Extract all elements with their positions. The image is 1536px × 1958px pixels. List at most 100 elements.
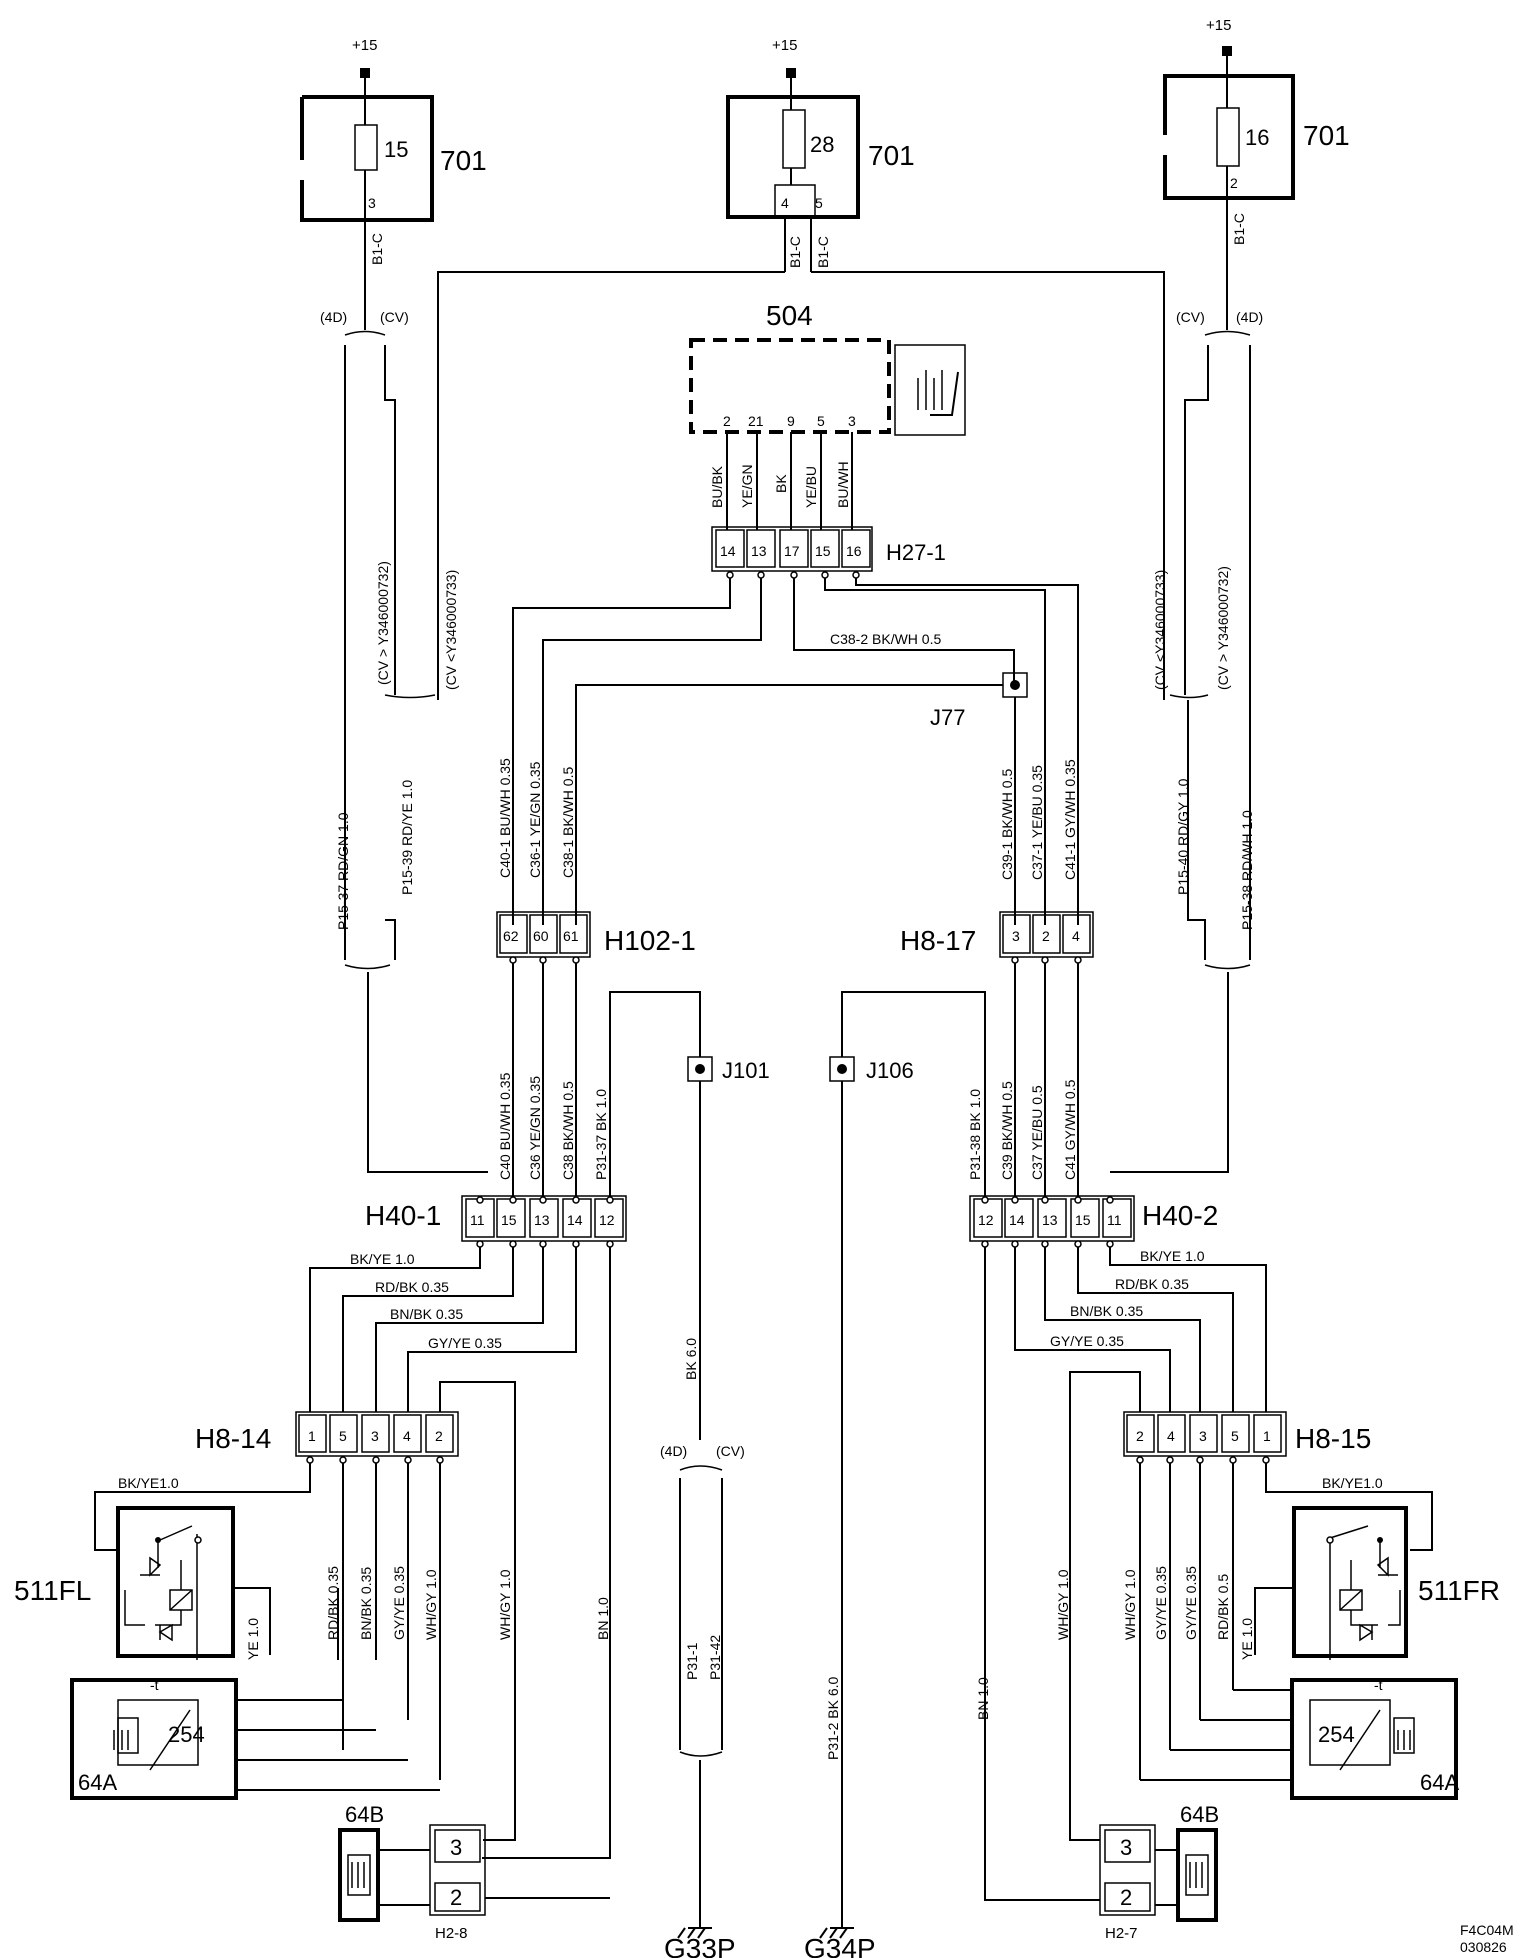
fuse-pin: 2 [1230, 175, 1238, 191]
wire-upper-2: C37-1 YE/BU 0.35 [1029, 765, 1045, 880]
fuse-left: +15 15 701 3 B1-C [299, 37, 487, 330]
temp-label: -t [150, 1677, 159, 1693]
ground-id: G34P [804, 1933, 876, 1958]
connector-h8-15: 2 4 3 5 1 H8-15 BK/YE1.0 BN 1.0 WH/GY 1.… [975, 1371, 1433, 1841]
wire-upper-1: C40-1 BU/WH 0.35 [497, 758, 513, 878]
pin-2: 2 [723, 413, 731, 429]
variant-wire-b: (CV > Y346000732) [1215, 566, 1231, 690]
pin-4: 4 [1072, 928, 1080, 944]
heater-64a-right: -t 254 64A [1140, 1677, 1459, 1800]
fuse-right: +15 16 701 2 B1-C [1162, 17, 1350, 330]
fuse-number: 28 [810, 132, 834, 157]
fuse-cable-b: B1-C [815, 236, 831, 268]
pin-13: 13 [751, 543, 767, 559]
pin-13: 13 [1042, 1212, 1058, 1228]
connector-id: H8-15 [1295, 1423, 1371, 1454]
pin-11: 11 [470, 1212, 485, 1228]
wire-ye-bu: YE/BU [803, 466, 819, 508]
pin-17: 17 [784, 543, 800, 559]
variant-wire-p1: P15-37 RD/GN 1.0 [335, 812, 351, 930]
pin-12: 12 [599, 1212, 615, 1228]
bus-wire-2: RD/BK 0.35 [1115, 1276, 1189, 1292]
wire-gyye: GY/YE 0.35 [1153, 1566, 1169, 1640]
pin-5: 5 [339, 1428, 347, 1444]
wire-whgy: WH/GY 1.0 [1055, 1569, 1071, 1640]
wire-rdbk: RD/BK 0.5 [1215, 1574, 1231, 1640]
pin-2: 2 [1120, 1885, 1132, 1910]
wire-whgy-2: WH/GY 1.0 [497, 1569, 513, 1640]
pin-12: 12 [978, 1212, 994, 1228]
pin-2: 2 [1042, 928, 1050, 944]
variant-cv: (CV) [716, 1443, 745, 1459]
connector-h40-1: 11 15 13 14 12 H40-1 BK/YE 1.0 RD/BK 0.3… [309, 1195, 627, 1859]
connector-h2-7: 3 2 H2-7 [1099, 1824, 1156, 1942]
splice-j77: J77 [575, 672, 1028, 925]
variant-4d: (4D) [320, 309, 347, 325]
wire-whgy-2: WH/GY 1.0 [1122, 1569, 1138, 1640]
connector-id: H2-7 [1105, 1925, 1138, 1942]
wire-p31-42: P31-42 [707, 1635, 723, 1680]
sensor-id: 254 [168, 1722, 205, 1747]
ground-g33p: BK 6.0 (4D) (CV) P31-1 P31-42 G33P [660, 1338, 745, 1958]
variant-cv: (CV) [380, 309, 409, 325]
wire-upper-3: C41-1 GY/WH 0.35 [1062, 759, 1078, 880]
switch-id: 511FL [14, 1575, 91, 1606]
wire-lower-1: P31-38 BK 1.0 [967, 1089, 983, 1180]
pin-5: 5 [1231, 1428, 1239, 1444]
seat-heater-icon [917, 370, 959, 416]
fuse-number: 16 [1245, 125, 1269, 150]
pin-2: 2 [435, 1428, 443, 1444]
pin-3: 3 [371, 1428, 379, 1444]
wire-p31-1: P31-1 [684, 1642, 700, 1680]
variant-wire-b: (CV <Y346000733) [443, 570, 459, 690]
heater-64a-left: -t 254 64A [70, 1677, 440, 1800]
variant-wire-p1: P15-40 RD/GY 1.0 [1175, 778, 1191, 895]
variant-4d: (4D) [1236, 309, 1263, 325]
pin-3: 3 [450, 1835, 462, 1860]
fuse-cable-a: B1-C [787, 236, 803, 268]
wire-whgy: WH/GY 1.0 [423, 1569, 439, 1640]
switch-id: 511FR [1418, 1575, 1500, 1606]
fuse-number: 15 [384, 137, 408, 162]
pin-16: 16 [846, 543, 862, 559]
fuse-block-id: 701 [1303, 120, 1350, 151]
wire-bkye: BK/YE1.0 [1322, 1475, 1383, 1491]
bus-wire-4: GY/YE 0.35 [428, 1335, 502, 1351]
seat-heater-64b-left: 64B [338, 1802, 430, 1922]
splice-id: J106 [866, 1058, 914, 1083]
pin-1: 1 [1263, 1428, 1271, 1444]
bus-wire-1: BK/YE 1.0 [350, 1251, 415, 1267]
wire-c38-2: C38-2 BK/WH 0.5 [830, 631, 941, 647]
wire-bn: BN 1.0 [595, 1597, 611, 1640]
variant-wire-p2: P15-38 RD/WH 1.0 [1239, 810, 1255, 930]
fuse-pin-4: 4 [781, 195, 789, 211]
sensor-id: 254 [1318, 1722, 1355, 1747]
bus-wire-3: BN/BK 0.35 [390, 1306, 463, 1322]
variant-wire-p2: P15-39 RD/YE 1.0 [399, 780, 415, 895]
module-504: 504 2 21 9 5 3 BU/BK YE/GN BK YE/BU BU/W… [689, 300, 966, 530]
temp-label: -t [1374, 1677, 1383, 1693]
wire-lower-4: P31-37 BK 1.0 [593, 1089, 609, 1180]
pin-3: 3 [1199, 1428, 1207, 1444]
heater-id: 64A [1420, 1770, 1459, 1795]
pin-3: 3 [1120, 1835, 1132, 1860]
right-variant-wires: (CV) (4D) (CV <Y346000733) (CV > Y346000… [1110, 309, 1263, 1173]
fuse-middle: +15 28 701 4 5 B1-C B1-C [437, 37, 1165, 700]
pin-60: 60 [533, 928, 549, 944]
variant-cv: (CV) [1176, 309, 1205, 325]
module-id: 504 [766, 300, 813, 331]
wire-ye: YE 1.0 [245, 1618, 261, 1660]
connector-h8-17: C39-1 BK/WH 0.5 C37-1 YE/BU 0.35 C41-1 G… [900, 759, 1094, 1200]
bus-wire-1: BK/YE 1.0 [1140, 1248, 1205, 1264]
figure-code: F4C04M [1460, 1922, 1514, 1938]
pin-15: 15 [815, 543, 831, 559]
ground-id: G33P [664, 1933, 736, 1958]
bus-wire-2: RD/BK 0.35 [375, 1279, 449, 1295]
wire-bu-wh: BU/WH [835, 461, 851, 508]
connector-h27-1: 14 13 17 15 16 H27-1 C38-2 BK/WH 0.5 [512, 526, 1079, 925]
heater-id: 64A [78, 1770, 117, 1795]
connector-id: H40-1 [365, 1200, 441, 1231]
wire-p31-2: P31-2 BK 6.0 [825, 1677, 841, 1760]
variant-4d: (4D) [660, 1443, 687, 1459]
